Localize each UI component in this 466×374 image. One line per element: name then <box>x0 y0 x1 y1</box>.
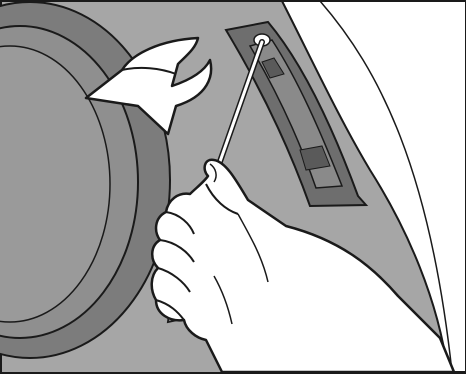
illustration-stage <box>0 0 466 374</box>
instruction-illustration <box>0 0 466 374</box>
